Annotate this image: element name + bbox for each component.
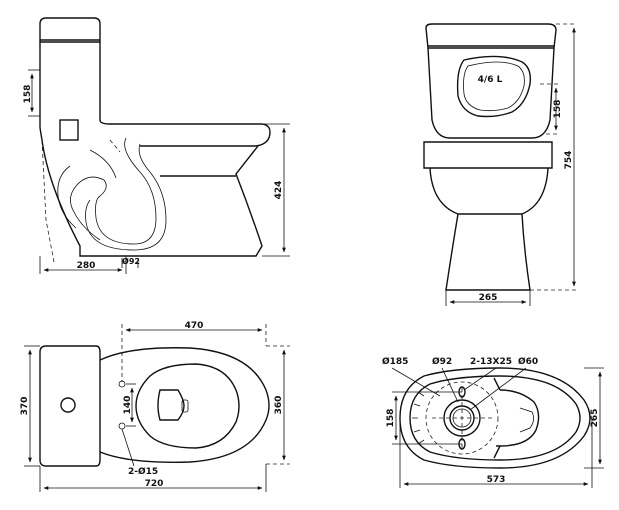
top-dim-total-length: 720 (145, 479, 164, 489)
top-dim-hole-spacing: 140 (123, 396, 133, 415)
front-rim (423, 141, 553, 169)
top-dim-holes: 2-Ø15 (128, 466, 158, 477)
side-dim-tank-height: 158 (23, 85, 33, 104)
side-body (39, 127, 263, 257)
front-dim-base-width: 265 (479, 293, 498, 303)
front-dim-tank-height: 158 (553, 100, 563, 119)
front-flush-window (456, 55, 532, 118)
side-dim-outlet: Ø92 (122, 256, 140, 266)
top-water-spot (157, 389, 185, 421)
top-dim-width: 360 (274, 396, 284, 415)
side-dim-depth: 280 (77, 261, 96, 271)
top-view: 470 370 140 360 2-Ø15 720 (20, 321, 290, 492)
front-bowl (429, 167, 549, 215)
top-hinge-hole-lower (118, 422, 126, 430)
bottom-view: Ø185 Ø92 2-13X25 Ø60 158 265 573 (382, 356, 604, 488)
front-tank-body (427, 47, 555, 139)
top-flush-button (60, 397, 76, 413)
bottom-outlet (443, 399, 481, 437)
bottom-dim-outlet: Ø92 (432, 356, 452, 367)
side-connector (59, 119, 79, 141)
bottom-dim-inner: Ø60 (518, 356, 538, 367)
side-bowl-rim (99, 119, 271, 147)
top-dim-tank-width: 370 (20, 397, 30, 416)
top-bowl (135, 363, 240, 449)
front-flush-label: 4/6 L (478, 75, 503, 85)
bottom-outer-circle (425, 381, 499, 455)
bottom-dim-length: 573 (487, 475, 506, 485)
bottom-dim-spacing: 158 (386, 409, 396, 428)
bottom-trap (496, 389, 540, 447)
top-seat (99, 347, 270, 463)
bottom-dim-width: 265 (590, 409, 600, 428)
front-tank-lid (425, 23, 557, 49)
top-tank (39, 345, 101, 467)
side-dim-height: 424 (274, 181, 284, 200)
side-tank-lid (39, 17, 101, 43)
front-view: 4/6 L 158 754 265 (423, 23, 578, 306)
bottom-dim-slots: 2-13X25 (470, 357, 512, 367)
front-pedestal (445, 213, 531, 291)
bottom-outer-shell (399, 367, 591, 469)
bottom-dim-outer-circle: Ø185 (382, 356, 408, 367)
side-view: 158 424 280 Ø92 (23, 17, 290, 274)
front-dim-total-height: 754 (564, 151, 574, 170)
side-trapway (70, 137, 157, 245)
top-dim-bowl-length: 470 (185, 321, 204, 331)
